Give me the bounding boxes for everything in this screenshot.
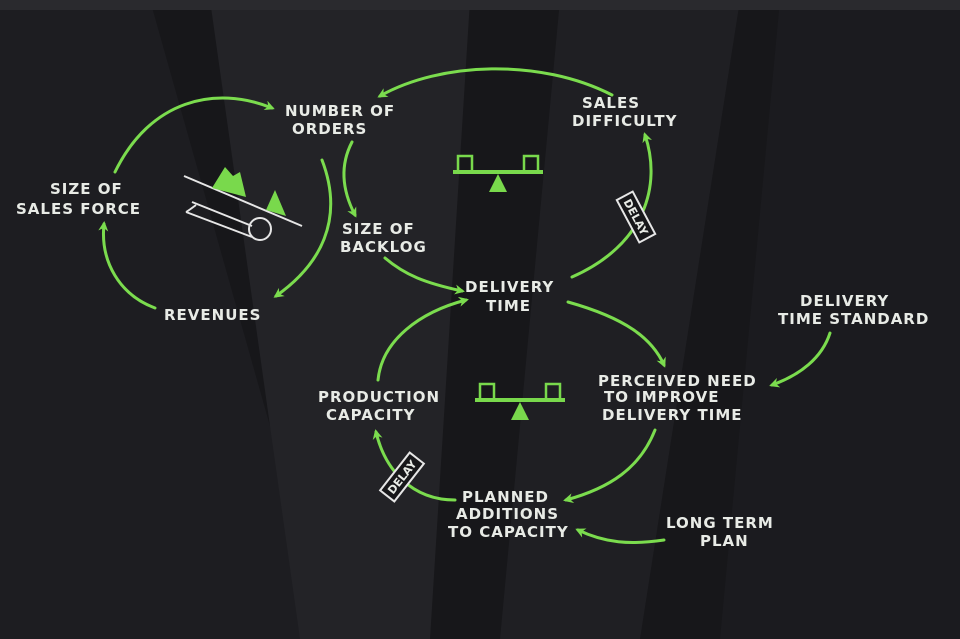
node-sales-difficulty: SALES DIFFICULTY [572,94,678,130]
node-delivery-time: DELIVERY TIME [465,278,561,315]
causal-arrows [98,67,832,545]
arrow-perceived-need-to-planned-additions [563,428,657,503]
growth-hill-icon [183,167,303,241]
arrow-orders-to-revenues [273,158,333,298]
node-number-of-orders: NUMBER OF ORDERS [285,102,401,138]
node-long-term-plan: LONG TERM PLAN [666,514,780,550]
arrow-sales-force-to-orders [113,96,275,174]
arrow-sales-difficulty-to-orders [377,67,614,98]
arrow-standard-to-perceived-need [769,331,832,388]
node-size-of-backlog: SIZE OF BACKLOG [340,220,427,256]
balance-scale-icon [475,382,565,420]
node-size-of-sales-force: SIZE OF SALES FORCE [16,180,141,218]
node-perceived-need: PERCEIVED NEED TO IMPROVE DELIVERY TIME [598,372,763,424]
node-planned-additions: PLANNED ADDITIONS TO CAPACITY [448,488,569,541]
arrow-orders-to-backlog [342,140,357,218]
arrow-revenues-to-sales-force [98,221,157,310]
arrow-delivery-time-to-perceived-need [566,300,666,368]
arrow-long-term-plan-to-planned-additions [575,528,666,545]
node-production-capacity: PRODUCTION CAPACITY [318,388,446,424]
arrow-production-capacity-to-delivery-time [376,296,469,382]
balance-scale-icon [453,154,543,192]
node-revenues: REVENUES [164,306,261,324]
delay-tag-upper: DELAY [615,190,657,244]
node-delivery-time-standard: DELIVERY TIME STANDARD [778,292,929,328]
arrow-backlog-to-delivery-time [383,256,465,295]
